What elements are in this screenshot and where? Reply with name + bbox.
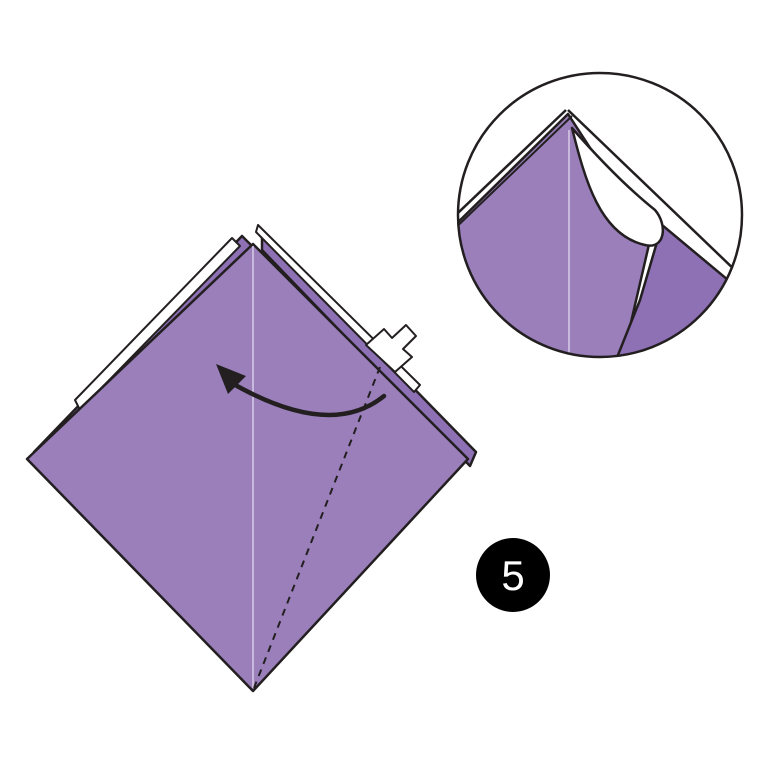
curved-arrow-left-icon bbox=[227, 379, 387, 418]
origami-model bbox=[25, 224, 478, 693]
step-number: 5 bbox=[501, 552, 524, 599]
valley-fold-line bbox=[253, 366, 381, 689]
curved-arrow-head bbox=[216, 364, 246, 394]
detail-open-pocket bbox=[570, 126, 665, 247]
step-badge-circle bbox=[476, 538, 550, 612]
back-layer-left-outer bbox=[74, 237, 241, 411]
front-square bbox=[25, 242, 470, 693]
push-arrow-icon bbox=[365, 324, 417, 373]
step-badge: 5 bbox=[476, 538, 550, 612]
zoom-circle-outline bbox=[456, 71, 744, 359]
zoom-detail bbox=[456, 71, 744, 359]
